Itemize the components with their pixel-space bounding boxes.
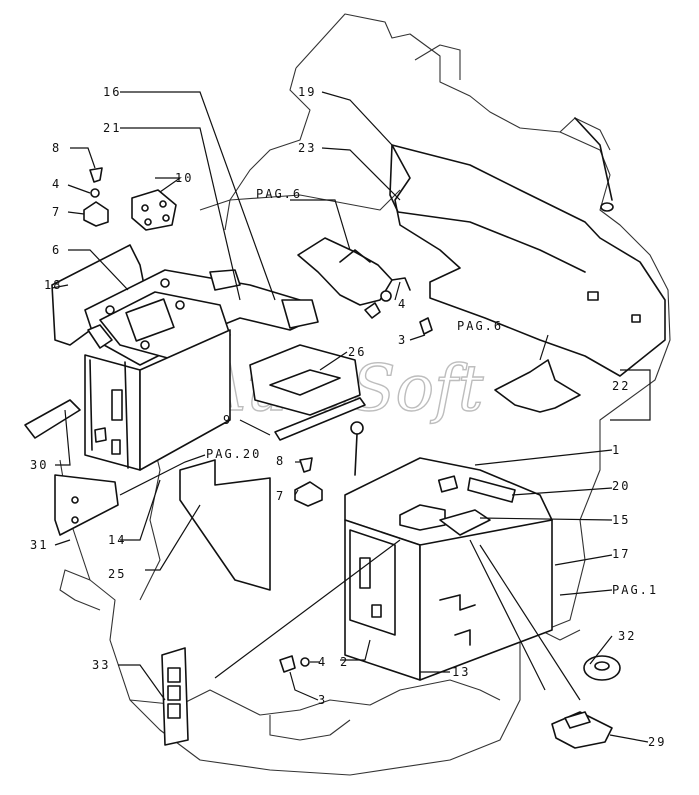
switch-33 bbox=[161, 647, 189, 746]
label-4-center: 4 bbox=[398, 297, 407, 311]
rod-9 bbox=[274, 397, 366, 441]
label-2: 2 bbox=[340, 655, 349, 669]
label-30: 30 bbox=[30, 458, 48, 472]
label-21: 21 bbox=[103, 121, 121, 135]
plate-10 bbox=[131, 189, 177, 231]
main-console-box bbox=[344, 457, 553, 681]
small-parts-center bbox=[294, 457, 323, 507]
part-26-bracket bbox=[249, 344, 366, 441]
screw-3 bbox=[279, 655, 296, 673]
label-9: 9 bbox=[223, 413, 232, 427]
label-32: 32 bbox=[618, 629, 636, 643]
label-20: 20 bbox=[612, 479, 630, 493]
label-pag20: PAG.20 bbox=[206, 447, 261, 461]
leader-lines bbox=[51, 91, 651, 743]
label-31: 31 bbox=[30, 538, 48, 552]
nut-7 bbox=[83, 201, 109, 227]
top-slot bbox=[437, 475, 459, 493]
small-parts-top-left bbox=[83, 167, 177, 231]
label-13: 13 bbox=[452, 665, 470, 679]
label-7: 7 bbox=[52, 205, 61, 219]
lower-console-box bbox=[84, 329, 231, 471]
bracket-pag6-right bbox=[494, 359, 581, 413]
label-17: 17 bbox=[612, 547, 630, 561]
part-15 bbox=[439, 509, 491, 536]
label-6: 6 bbox=[52, 243, 61, 257]
screw-8 bbox=[299, 457, 313, 473]
label-23: 23 bbox=[298, 141, 316, 155]
screw-3-b bbox=[419, 317, 433, 335]
label-33: 33 bbox=[92, 658, 110, 672]
part-19-plate bbox=[389, 117, 666, 377]
label-pag6-top: PAG.6 bbox=[256, 187, 302, 201]
label-19: 19 bbox=[298, 85, 316, 99]
washer-4 bbox=[300, 657, 310, 667]
screw-8 bbox=[89, 167, 103, 183]
label-25: 25 bbox=[108, 567, 126, 581]
bracket-pag6-top bbox=[297, 237, 411, 306]
label-pag6-right: PAG.6 bbox=[457, 319, 503, 333]
label-4-bottom: 4 bbox=[318, 655, 327, 669]
label-4: 4 bbox=[52, 177, 61, 191]
label-16: 16 bbox=[103, 85, 121, 99]
screw-3 bbox=[364, 302, 381, 319]
label-26: 26 bbox=[348, 345, 366, 359]
part-20 bbox=[467, 477, 516, 503]
slot bbox=[111, 389, 123, 421]
parts-right-bottom bbox=[551, 655, 621, 749]
plate-slot-2 bbox=[631, 314, 641, 323]
label-18: 18 bbox=[44, 278, 62, 292]
label-7-center: 7 bbox=[276, 489, 285, 503]
washer-4 bbox=[90, 188, 100, 198]
plate-slot bbox=[587, 291, 599, 301]
label-8: 8 bbox=[52, 141, 61, 155]
lever bbox=[350, 421, 364, 476]
box-slot-2 bbox=[371, 604, 382, 618]
upper-console-6 bbox=[84, 269, 319, 366]
plate-25 bbox=[179, 459, 271, 591]
label-3-bottom: 3 bbox=[318, 693, 327, 707]
label-29: 29 bbox=[648, 735, 666, 749]
label-8-center: 8 bbox=[276, 454, 285, 468]
nut-7 bbox=[294, 481, 323, 507]
box-slot bbox=[359, 557, 371, 589]
label-1: 1 bbox=[612, 443, 621, 457]
label-3-center: 3 bbox=[398, 333, 407, 347]
slot-2 bbox=[111, 439, 121, 455]
bar-30 bbox=[24, 399, 81, 439]
parts-30-31 bbox=[24, 399, 119, 536]
label-14: 14 bbox=[108, 533, 126, 547]
plate-knob bbox=[600, 202, 614, 212]
label-22: 22 bbox=[612, 379, 630, 393]
part-labels: 16 21 8 4 7 10 6 18 19 23 PAG.6 4 3 26 9… bbox=[30, 85, 666, 749]
label-10: 10 bbox=[175, 171, 193, 185]
bracket-31 bbox=[54, 474, 119, 536]
screws-center bbox=[364, 290, 433, 335]
label-pag1: PAG.1 bbox=[612, 583, 658, 597]
switch-plate bbox=[125, 298, 175, 342]
small-parts-bottom bbox=[279, 655, 310, 673]
label-15: 15 bbox=[612, 513, 630, 527]
washer-4 bbox=[380, 290, 392, 302]
